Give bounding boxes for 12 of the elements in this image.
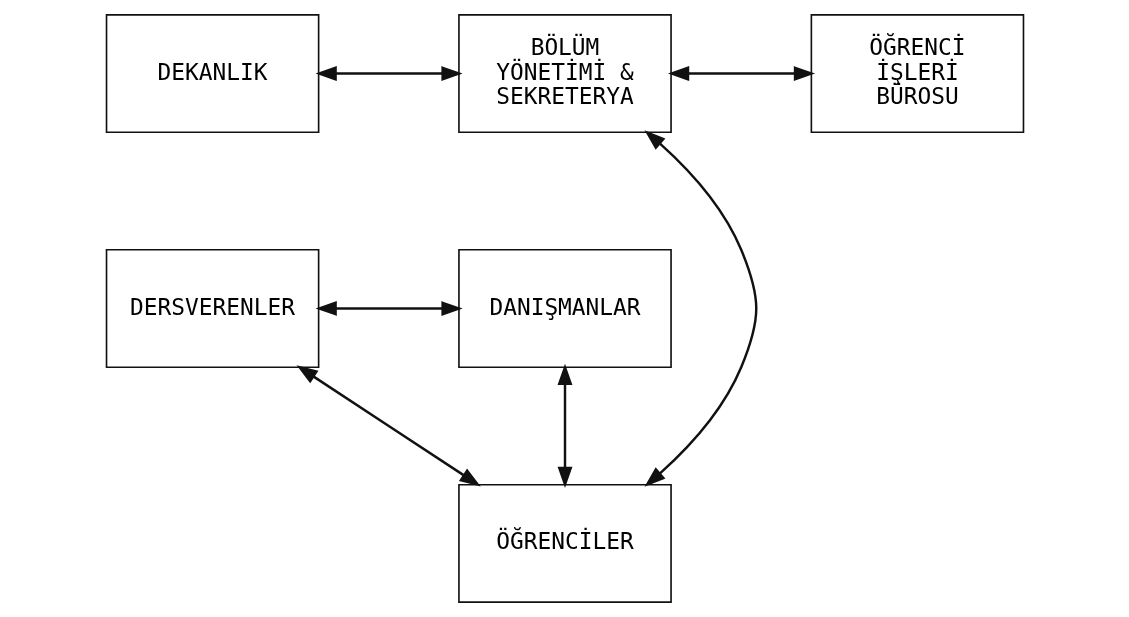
- node-box: DANIŞMANLAR: [457, 248, 672, 369]
- node-box: BÖLÜM YÖNETİMİ & SEKRETERYA: [457, 14, 672, 134]
- node-box: DEKANLIK: [105, 14, 319, 134]
- node-box: DERSVERENLER: [105, 248, 319, 369]
- arrow: [667, 66, 815, 81]
- arrow: [643, 130, 757, 487]
- arrow: [296, 365, 481, 487]
- node-box: ÖĞRENCİ İŞLERİ BÜROSU: [810, 14, 1024, 134]
- node-box: ÖĞRENCİLER: [457, 483, 672, 603]
- arrow: [315, 301, 463, 316]
- arrow: [557, 363, 572, 489]
- arrow: [315, 66, 463, 81]
